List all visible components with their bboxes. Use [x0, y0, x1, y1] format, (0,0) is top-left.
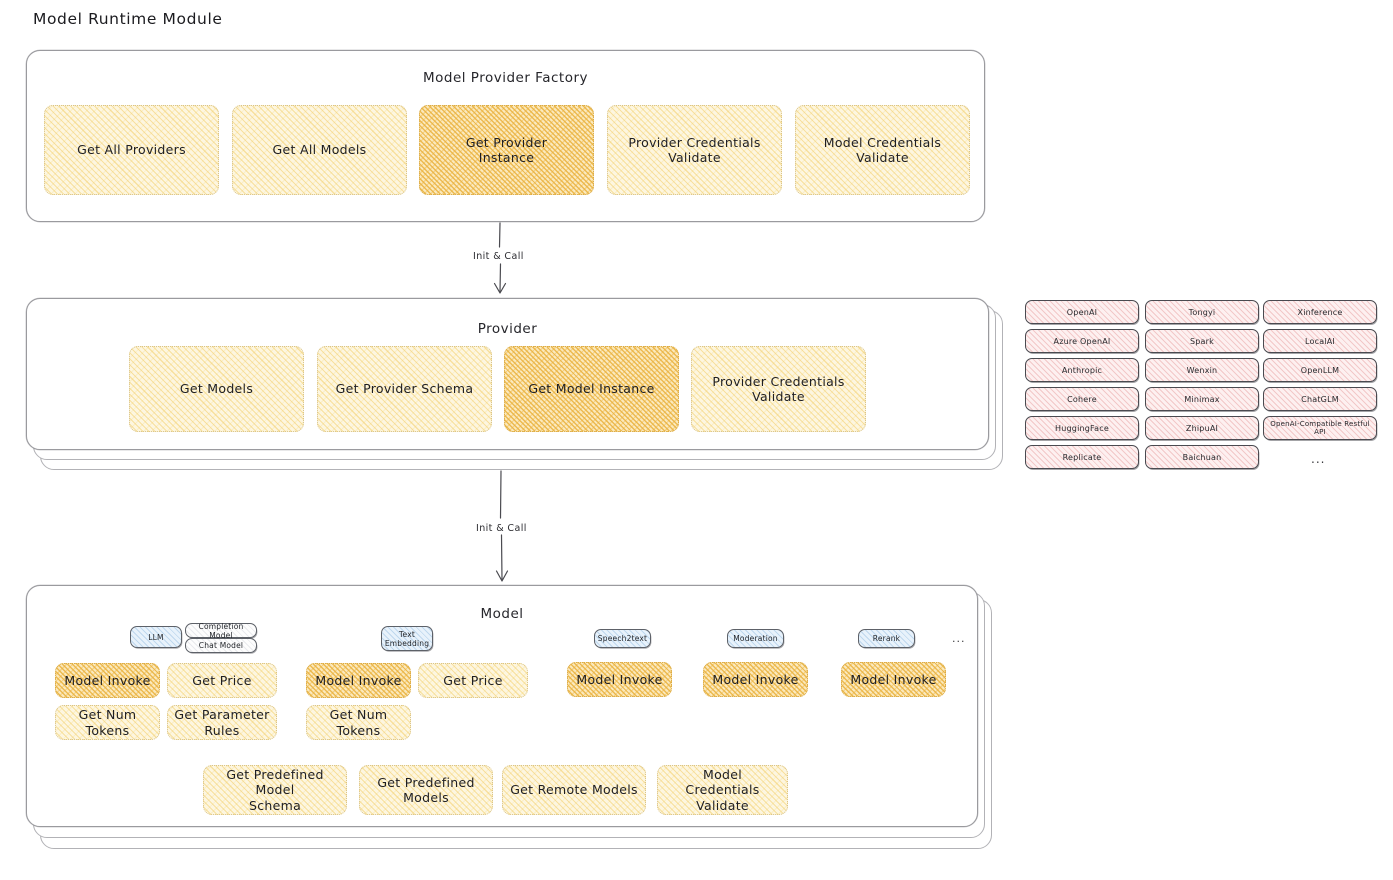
provider-chip-azure-openai[interactable]: Azure OpenAI — [1025, 329, 1139, 353]
provider-chip-zhipuai[interactable]: ZhipuAI — [1145, 416, 1259, 440]
node-llm-get-parameter-rules[interactable]: Get Parameter Rules — [167, 705, 277, 740]
node-get-models[interactable]: Get Models — [129, 346, 304, 432]
node-get-provider-instance[interactable]: Get Provider Instance — [419, 105, 594, 195]
provider-chip-wenxin[interactable]: Wenxin — [1145, 358, 1259, 382]
node-speech2text-model-invoke[interactable]: Model Invoke — [567, 662, 672, 697]
node-llm-get-num-tokens[interactable]: Get Num Tokens — [55, 705, 160, 740]
node-get-all-models[interactable]: Get All Models — [232, 105, 407, 195]
provider-chip-huggingface[interactable]: HuggingFace — [1025, 416, 1139, 440]
model-provider-factory-title: Model Provider Factory — [422, 70, 588, 86]
arrow-label-init-call-1: Init & Call — [470, 251, 527, 262]
arrow-label-init-call-2: Init & Call — [473, 523, 530, 534]
model-subtype-chip-completion-model[interactable]: Completion Model — [185, 622, 257, 640]
model-type-chip-text-embedding[interactable]: Text Embedding — [381, 626, 433, 651]
provider-chip-spark[interactable]: Spark — [1145, 329, 1259, 353]
node-model-credentials-validate-model[interactable]: Model Credentials Validate — [657, 765, 788, 815]
node-model-credentials-validate-factory[interactable]: Model Credentials Validate — [795, 105, 970, 195]
model-type-chip-moderation[interactable]: Moderation — [727, 629, 784, 648]
provider-chip-xinference[interactable]: Xinference — [1263, 300, 1377, 324]
node-get-predefined-model-schema[interactable]: Get Predefined Model Schema — [203, 765, 347, 815]
node-llm-model-invoke[interactable]: Model Invoke — [55, 663, 160, 698]
node-get-model-instance[interactable]: Get Model Instance — [504, 346, 679, 432]
node-llm-get-price[interactable]: Get Price — [167, 663, 277, 698]
model-types-more: ... — [952, 632, 966, 645]
node-rerank-model-invoke[interactable]: Model Invoke — [841, 662, 946, 697]
provider-chip-chatglm[interactable]: ChatGLM — [1263, 387, 1377, 411]
model-type-chip-rerank[interactable]: Rerank — [858, 629, 915, 648]
node-get-predefined-models[interactable]: Get Predefined Models — [359, 765, 493, 815]
provider-chip-replicate[interactable]: Replicate — [1025, 445, 1139, 469]
page-title: Model Runtime Module — [33, 10, 223, 28]
provider-chip-cohere[interactable]: Cohere — [1025, 387, 1139, 411]
provider-chip-anthropic[interactable]: Anthropic — [1025, 358, 1139, 382]
provider-chip-minimax[interactable]: Minimax — [1145, 387, 1259, 411]
provider-chip-tongyi[interactable]: Tongyi — [1145, 300, 1259, 324]
provider-chip-openllm[interactable]: OpenLLM — [1263, 358, 1377, 382]
provider-chip-baichuan[interactable]: Baichuan — [1145, 445, 1259, 469]
provider-chip-openai-compatible[interactable]: OpenAI-Compatible Restful API — [1263, 416, 1377, 440]
provider-title: Provider — [477, 321, 538, 337]
provider-chip-localai[interactable]: LocalAI — [1263, 329, 1377, 353]
model-type-chip-llm[interactable]: LLM — [130, 626, 182, 648]
provider-chip-openai[interactable]: OpenAI — [1025, 300, 1139, 324]
model-title: Model — [480, 606, 524, 622]
node-embedding-model-invoke[interactable]: Model Invoke — [306, 663, 411, 698]
node-moderation-model-invoke[interactable]: Model Invoke — [703, 662, 808, 697]
provider-list-more: ... — [1311, 452, 1326, 466]
node-get-remote-models[interactable]: Get Remote Models — [502, 765, 646, 815]
node-embedding-get-num-tokens[interactable]: Get Num Tokens — [306, 705, 411, 740]
node-embedding-get-price[interactable]: Get Price — [418, 663, 528, 698]
node-provider-credentials-validate[interactable]: Provider Credentials Validate — [691, 346, 866, 432]
model-type-chip-speech2text[interactable]: Speech2text — [594, 629, 651, 648]
node-get-provider-schema[interactable]: Get Provider Schema — [317, 346, 492, 432]
model-subtype-chip-chat-model[interactable]: Chat Model — [185, 638, 257, 653]
node-provider-credentials-validate-factory[interactable]: Provider Credentials Validate — [607, 105, 782, 195]
node-get-all-providers[interactable]: Get All Providers — [44, 105, 219, 195]
